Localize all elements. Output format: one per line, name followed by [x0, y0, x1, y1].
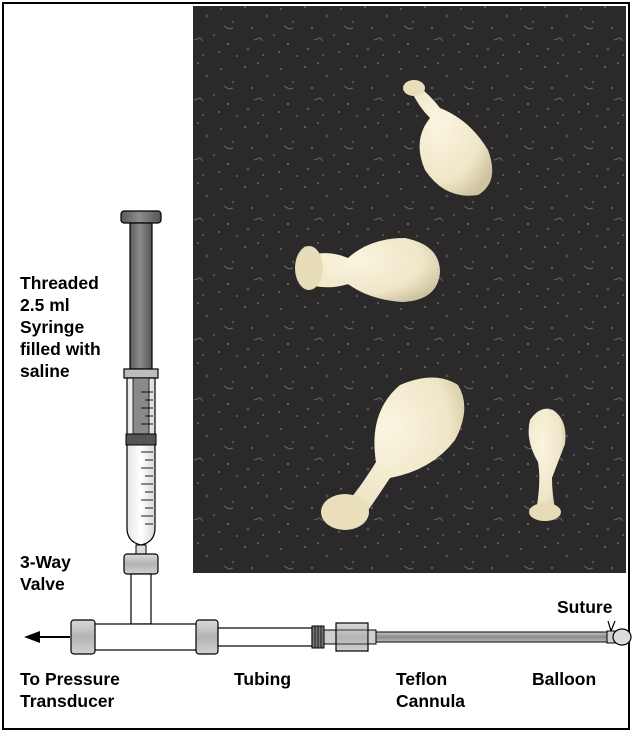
tubing [218, 628, 312, 646]
teflon-cannula [376, 632, 611, 642]
valve-label: 3-Way Valve [20, 551, 71, 595]
pressure-transducer-label: To Pressure Transducer [20, 668, 120, 712]
valve-left-fitting [71, 620, 95, 654]
valve-body [93, 624, 199, 650]
threaded-connector [312, 623, 376, 651]
valve-stem [131, 574, 151, 624]
balloon-label: Balloon [532, 668, 596, 690]
plunger-rod [130, 223, 152, 369]
valve-top-fitting [124, 554, 158, 574]
valve-right-fitting [196, 620, 218, 654]
balloon-photo [193, 6, 626, 573]
syringe-label: Threaded 2.5 ml Syringe filled with sali… [20, 272, 101, 382]
cannula-label: Teflon Cannula [396, 668, 465, 712]
suture-label: Suture [557, 596, 612, 618]
pressure-arrow [24, 631, 70, 643]
tubing-label: Tubing [234, 668, 291, 690]
suture-ties [608, 621, 615, 631]
syringe [121, 211, 161, 554]
balloon-tip [607, 621, 631, 645]
plunger-cap [121, 211, 161, 223]
barrel-flange [124, 369, 158, 378]
